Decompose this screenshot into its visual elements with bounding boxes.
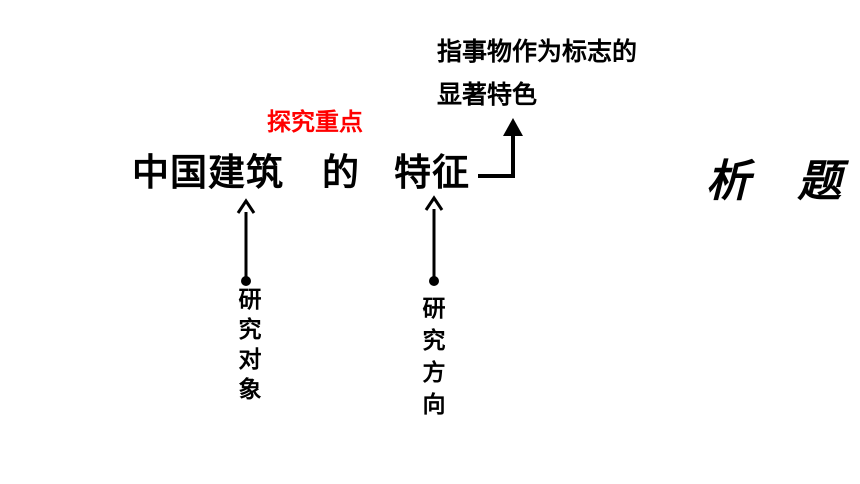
research-object-char: 究 xyxy=(238,317,262,343)
research-object-label: 研 究 对 象 xyxy=(236,289,264,409)
object-arrow-head xyxy=(236,198,256,214)
direction-arrow xyxy=(424,195,444,286)
note-arrow-head xyxy=(503,118,523,136)
object-arrow xyxy=(236,198,256,286)
research-direction-label: 研 究 方 向 xyxy=(420,298,448,426)
title-features: 特征 xyxy=(394,151,470,194)
note-line-1: 指事物作为标志的 xyxy=(437,37,638,66)
direction-arrow-head xyxy=(424,195,444,211)
title-particle: 的 xyxy=(322,151,359,194)
research-direction-char: 向 xyxy=(422,392,446,418)
note-line-2: 显著特色 xyxy=(437,80,538,109)
title-architecture: 中国建筑 xyxy=(132,151,284,194)
object-arrow-dot xyxy=(241,276,251,286)
direction-arrow-dot xyxy=(429,276,439,286)
note-arrow xyxy=(478,118,523,178)
research-direction-char: 方 xyxy=(422,360,446,386)
analyze-title-label: 析 题 xyxy=(706,156,858,207)
research-object-char: 研 xyxy=(238,287,262,313)
research-direction-char: 究 xyxy=(422,328,446,354)
research-object-char: 象 xyxy=(238,377,262,403)
research-object-char: 对 xyxy=(238,347,262,373)
focus-label: 探究重点 xyxy=(267,108,363,136)
research-direction-char: 研 xyxy=(422,296,446,322)
